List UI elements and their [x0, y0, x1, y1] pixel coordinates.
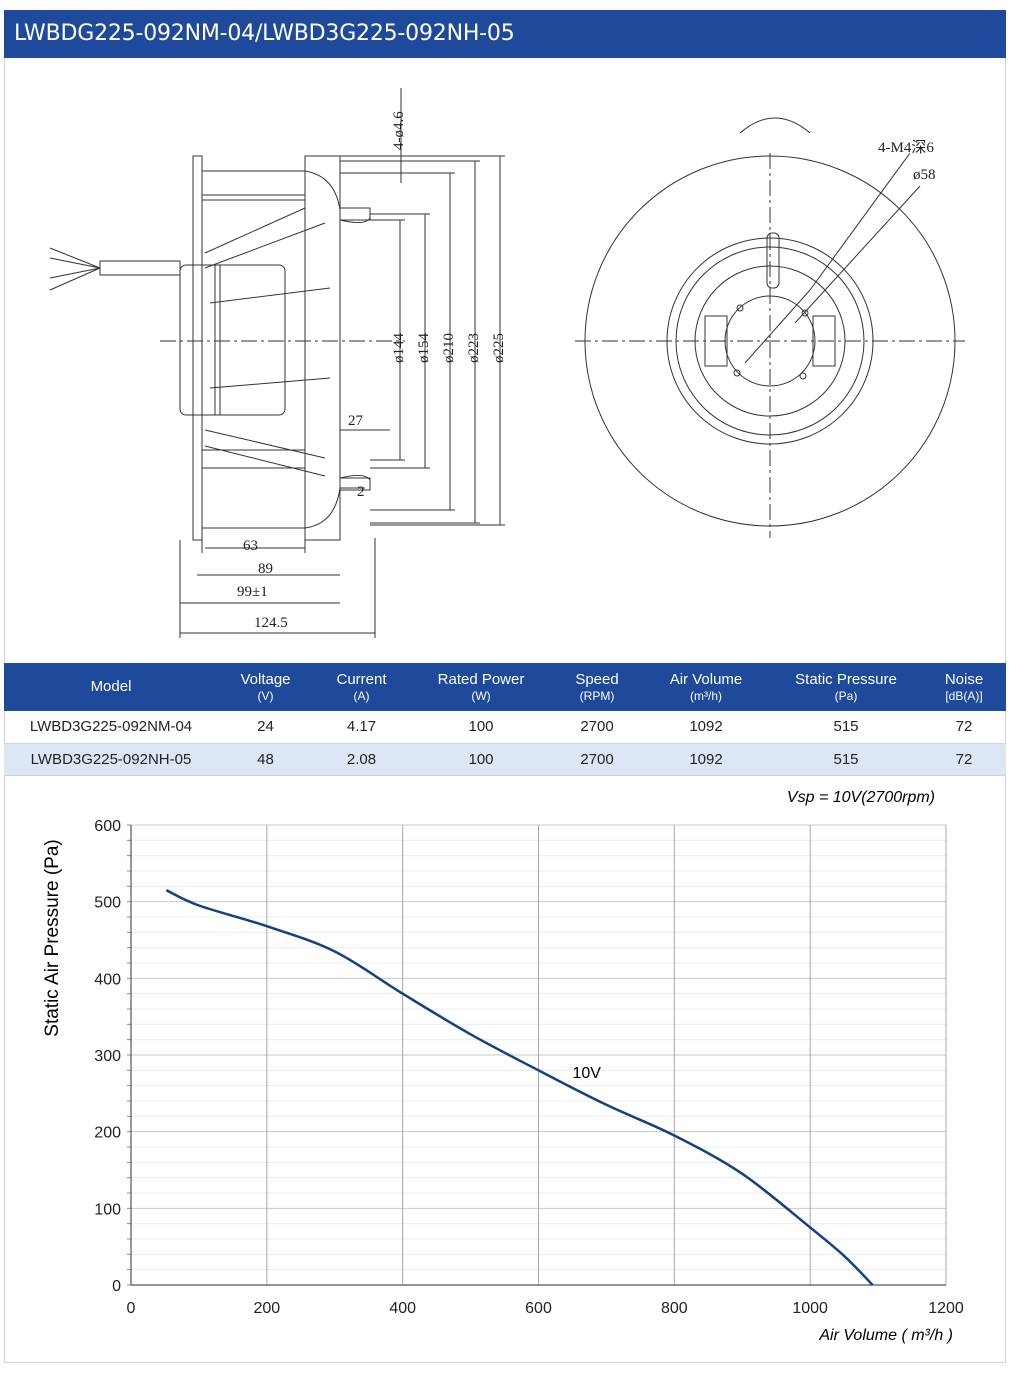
table-cell: 2700 — [552, 743, 642, 776]
series-line-10v — [165, 889, 874, 1286]
x-tick-label: 800 — [661, 1300, 688, 1317]
column-header: Rated Power(W) — [437, 671, 525, 703]
y-tick-label: 0 — [112, 1278, 121, 1295]
y-tick-label: 500 — [94, 895, 121, 912]
x-tick-label: 1200 — [928, 1300, 964, 1317]
y-tick-label: 300 — [94, 1048, 121, 1065]
table-cell: 2700 — [552, 711, 642, 744]
table-cell: 48 — [218, 743, 313, 776]
x-axis-label: Air Volume ( m³/h ) — [818, 1327, 953, 1344]
table-cell: 100 — [410, 743, 552, 776]
column-header: Air Volume(m³/h) — [669, 671, 743, 703]
x-tick-label: 400 — [389, 1300, 416, 1317]
x-tick-label: 600 — [525, 1300, 552, 1317]
table-header-row: Model Voltage(V) Current(A) Rated Power(… — [4, 663, 1006, 711]
y-tick-label: 100 — [94, 1201, 121, 1218]
column-header: Noise[dB(A)] — [944, 671, 984, 703]
table-cell: 24 — [218, 711, 313, 744]
y-tick-label: 600 — [94, 818, 121, 835]
x-tick-label: 200 — [253, 1300, 280, 1317]
label-d144: ø144 — [391, 333, 407, 364]
label-d225: ø225 — [491, 333, 507, 363]
label-dim63: 63 — [243, 538, 258, 554]
label-dim99: 99±1 — [237, 584, 268, 600]
column-header: Model — [90, 678, 132, 695]
y-tick-label: 400 — [94, 971, 121, 988]
dimension-drawing: 4-ø4.6 ø144 ø154 ø210 ø223 ø225 27 2 63 … — [49, 88, 965, 638]
label-thread: 4-M4深6 — [878, 139, 934, 156]
label-dim124: 124.5 — [254, 615, 288, 631]
table-row: LWBD3G225-092NH-05 48 2.08 100 2700 1092… — [4, 743, 1006, 776]
x-tick-label: 1000 — [792, 1300, 828, 1317]
label-dim27: 27 — [348, 413, 364, 429]
column-header: Speed(RPM) — [575, 671, 619, 703]
table-cell: 1092 — [642, 743, 770, 776]
table-cell: LWBD3G225-092NM-04 — [4, 711, 218, 744]
y-axis-label: Static Air Pressure (Pa) — [42, 839, 63, 1036]
column-header: Current(A) — [336, 671, 387, 703]
column-header: Voltage(V) — [240, 671, 291, 703]
label-d210: ø210 — [441, 333, 457, 363]
table-cell: LWBD3G225-092NH-05 — [4, 743, 218, 776]
table-cell: 515 — [770, 711, 922, 744]
table-cell: 515 — [770, 743, 922, 776]
label-holes: 4-ø4.6 — [391, 111, 407, 150]
label-d223: ø223 — [466, 333, 482, 363]
table-cell: 100 — [410, 711, 552, 744]
table-cell: 72 — [922, 743, 1006, 776]
chart-note: Vsp = 10V(2700rpm) — [787, 789, 935, 806]
x-tick-label: 0 — [127, 1300, 136, 1317]
label-d154: ø154 — [416, 333, 432, 364]
y-tick-label: 200 — [94, 1125, 121, 1142]
table-cell: 4.17 — [313, 711, 410, 744]
table-row: LWBD3G225-092NM-04 24 4.17 100 2700 1092… — [4, 711, 1006, 744]
table-cell: 2.08 — [313, 743, 410, 776]
label-dim89: 89 — [258, 561, 273, 577]
column-header: Static Pressure(Pa) — [795, 671, 897, 703]
table-cell: 1092 — [642, 711, 770, 744]
label-dim2: 2 — [357, 484, 365, 500]
table-cell: 72 — [922, 711, 1006, 744]
label-d58: ø58 — [913, 167, 936, 183]
spec-table: Model Voltage(V) Current(A) Rated Power(… — [4, 663, 1006, 776]
series-label: 10V — [572, 1065, 601, 1082]
performance-chart: 0 200 400 600 800 1000 1200 0 100 200 300 400 500 600… — [42, 789, 964, 1344]
page-title: LWBDG225-092NM-04/LWBD3G225-092NH-05 — [4, 10, 1006, 58]
